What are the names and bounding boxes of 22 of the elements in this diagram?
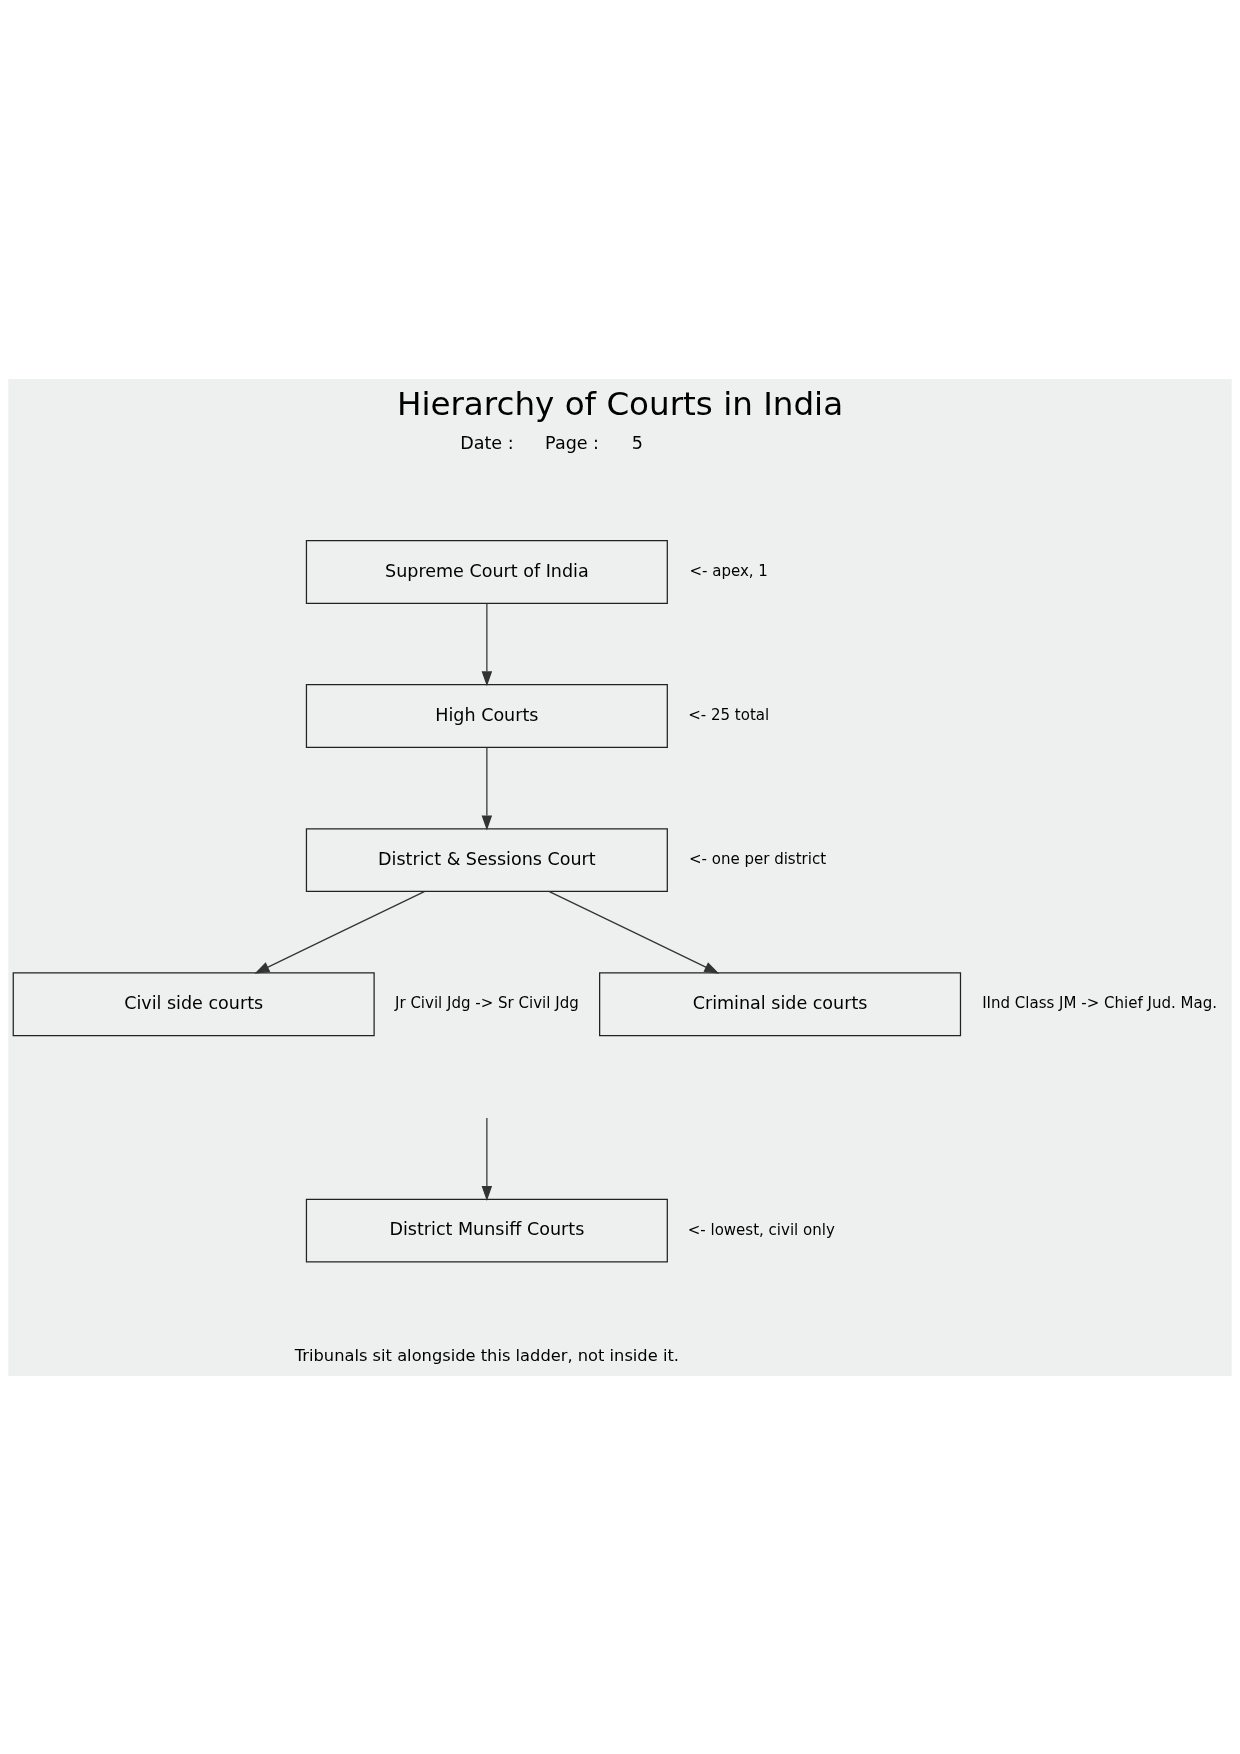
node-box: Civil side courts — [12, 971, 375, 1036]
node-label: <- apex, 1 — [689, 561, 768, 580]
node-label: <- one per district — [688, 849, 827, 868]
label: Tribunals sit alongside this ladder, not inside it. — [294, 1345, 679, 1365]
node-box: Criminal side courts — [599, 971, 962, 1036]
node-label: <- 25 total — [688, 705, 770, 724]
arrow — [481, 746, 493, 830]
node-box: Supreme Court of India — [305, 539, 668, 604]
diagram-title: Hierarchy of Courts in India — [396, 384, 844, 423]
node-label: IInd Class JM -> Chief Jud. Mag. — [982, 993, 1217, 1012]
arrow — [254, 890, 425, 974]
node-label: <- lowest, civil only — [687, 1220, 835, 1239]
arrow — [481, 602, 493, 686]
node-label: Jr Civil Jdg -> Sr Civil Jdg — [395, 993, 579, 1012]
arrow — [481, 1116, 493, 1201]
label: Page : — [545, 432, 600, 453]
arrow — [548, 890, 720, 974]
node-box: District & Sessions Court — [305, 827, 668, 892]
label: Date : — [460, 432, 514, 453]
label: 5 — [631, 432, 643, 453]
node-box: District Munsiff Courts — [305, 1198, 668, 1263]
node-box: High Courts — [305, 683, 668, 748]
